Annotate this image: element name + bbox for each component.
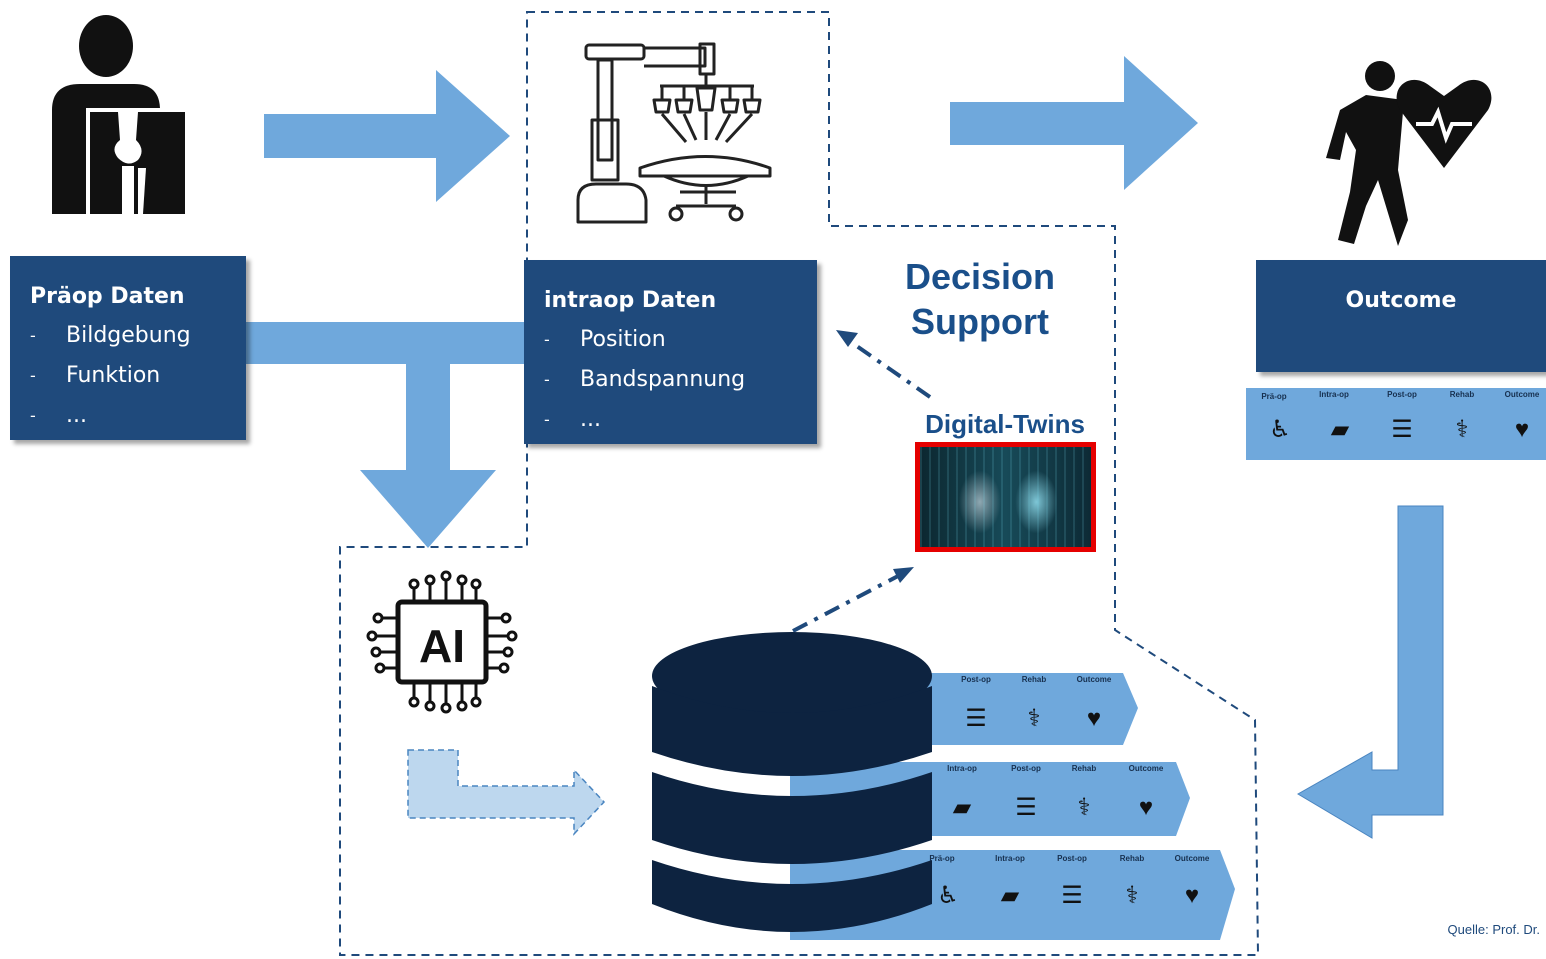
timeline-strip-middle: Intra-op Post-op Rehab Outcome ▰ ☰ ⚕ ♥ [947, 764, 1164, 821]
database-to-twins-head [893, 567, 914, 583]
timeline-strip-top: Post-op Rehab Outcome ☰ ⚕ ♥ [961, 675, 1112, 732]
database-icon [652, 632, 932, 932]
surgery-icon: ▰ [1000, 882, 1020, 909]
source-note: Quelle: Prof. Dr. [1447, 922, 1540, 937]
praeop-title: Präop Daten [30, 284, 185, 309]
ai-chip-label: AI [419, 620, 465, 672]
checklist-icon: ☰ [1015, 794, 1037, 821]
intraop-data-box: intraop Daten -Position -Bandspannung -.… [524, 260, 817, 444]
list-item: -Bandspannung [544, 367, 746, 392]
list-item: -... [30, 403, 87, 428]
outcome-title: Outcome [1345, 288, 1457, 313]
digital-twins-image [915, 442, 1096, 552]
arrow-ai-to-database [407, 749, 606, 836]
outcome-timeline-strip-bg [1246, 388, 1546, 460]
walking-heart-icon: ♥ [1138, 794, 1154, 821]
arrow-praeop-to-ai [246, 322, 524, 548]
surgery-icon: ▰ [1330, 416, 1350, 443]
walking-cane-icon: ⚕ [1455, 416, 1469, 443]
digital-twins-label: Digital-Twins [925, 409, 1085, 439]
database-to-twins-line [792, 573, 901, 633]
arrow-intraop-to-outcome [950, 56, 1198, 190]
list-item: -Position [544, 327, 666, 352]
intraop-list: -Position -Bandspannung -... [544, 320, 745, 440]
walking-cane-icon: ⚕ [1125, 882, 1139, 909]
ai-chip-icon: AI [366, 570, 518, 714]
surgery-icon: ▰ [952, 794, 972, 821]
list-item: -Bildgebung [30, 323, 191, 348]
checklist-icon: ☰ [1391, 416, 1413, 443]
patient-icon: ♿ [1269, 416, 1291, 443]
outcome-box: Outcome [1256, 260, 1546, 372]
decision-arrow-line [846, 338, 932, 399]
walking-cane-icon: ⚕ [1077, 794, 1091, 821]
walking-cane-icon: ⚕ [1027, 705, 1041, 732]
arrow-praeop-to-intraop [264, 70, 510, 202]
decision-support-heading: Decision Support [904, 256, 1056, 342]
list-item: -... [544, 407, 601, 432]
intraop-title: intraop Daten [544, 288, 717, 313]
walking-heart-icon: ♥ [1514, 416, 1530, 443]
checklist-icon: ☰ [1061, 882, 1083, 909]
decision-arrow-head [836, 330, 858, 347]
surgical-robot-icon [576, 42, 772, 224]
intraop-dashed-region [339, 11, 1260, 956]
walking-heart-icon: ♥ [1184, 882, 1200, 909]
praeop-data-box: Präop Daten -Bildgebung -Funktion -... [10, 256, 246, 440]
checklist-icon: ☰ [965, 705, 987, 732]
walking-person-heart-icon [1326, 61, 1492, 246]
patient-xray-icon [52, 15, 188, 218]
list-item: -Funktion [30, 363, 161, 388]
arrow-outcome-to-database [1297, 505, 1444, 839]
walking-heart-icon: ♥ [1086, 705, 1102, 732]
praeop-list: -Bildgebung -Funktion -... [30, 316, 191, 436]
outcome-timeline-strip: Prä-op Intra-op Post-op Rehab Outcome ♿ … [1261, 390, 1540, 443]
patient-icon: ♿ [937, 882, 959, 909]
timeline-strip-bottom: Prä-op Intra-op Post-op Rehab Outcome ♿ … [929, 854, 1210, 909]
